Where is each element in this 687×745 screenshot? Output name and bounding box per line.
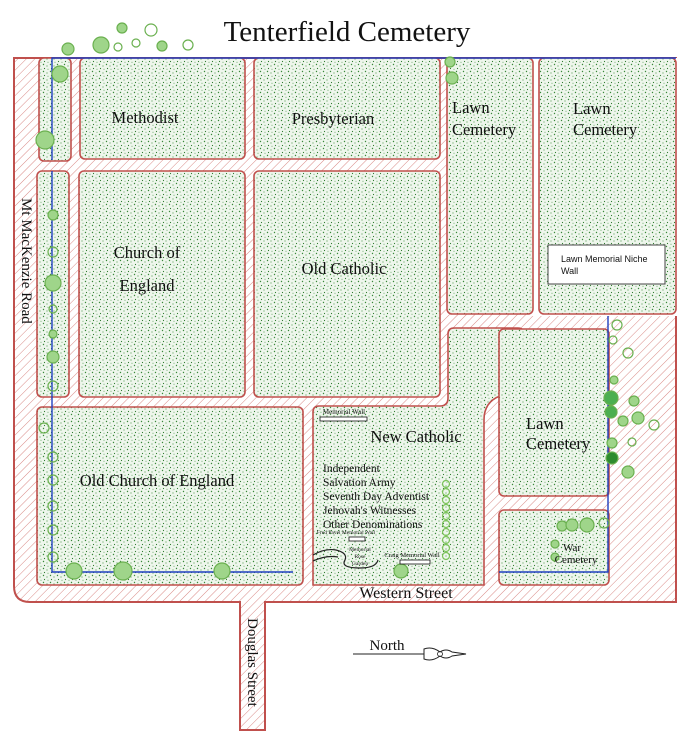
label-new-catholic: New Catholic [370,427,461,446]
fred-pavel-wall-label: Fred Pavel Memorial Wall [317,530,376,536]
map-title: Tenterfield Cemetery [224,16,471,48]
trees [35,22,660,581]
niche-wall-line1: Lawn Memorial Niche [561,254,648,264]
label-lawn-1-line2: Cemetery [452,120,517,139]
label-lawn-3-line1: Lawn [526,414,564,433]
label-war-line1: War [563,542,581,554]
rose-garden-line2: Rose [355,554,367,560]
section-old-catholic [253,170,441,398]
memorial-wall-label: Memorial Wall [323,408,365,416]
section-lawn-3 [498,328,610,497]
label-methodist: Methodist [112,108,179,127]
denominations-list: Independent Salvation Army Seventh Day A… [323,463,430,531]
memorial-walls: Memorial Wall Fred Pavel Memorial Wall C… [312,408,440,569]
denomination-item: Independent [323,463,381,475]
section-old-church-of-england [36,406,304,586]
north-arrow: North [353,638,467,661]
label-old-church-of-england: Old Church of England [80,471,235,490]
niche-wall-line2: Wall [561,266,578,276]
label-lawn-3-line2: Cemetery [526,434,591,453]
road-label-douglas: Douglas Street [244,618,260,708]
memorial-wall [319,416,368,422]
label-presbyterian: Presbyterian [292,109,374,128]
road-label-mt-mackenzie: Mt MacKenzie Road [18,198,34,324]
label-church-of-england-line1: Church of [114,243,181,262]
section-lawn-1 [446,57,534,315]
craig-wall [399,559,431,565]
denomination-item: Seventh Day Adventist [323,491,430,503]
label-church-of-england-line2: England [120,276,176,295]
section-labels: Methodist Presbyterian Lawn Cemetery Law… [80,98,638,490]
label-war-line2: Cemetery [555,554,598,566]
rose-garden-path [312,548,379,569]
denomination-item: Salvation Army [323,477,396,489]
fred-pavel-wall [348,536,366,542]
craig-wall-label: Craig Memorial Wall [384,552,440,559]
label-lawn-2-line1: Lawn [573,99,611,118]
rose-garden-line3: Garden [352,561,368,567]
label-lawn-1-line1: Lawn [452,98,490,117]
road-label-western: Western Street [359,585,453,602]
denomination-item: Jehovah's Witnesses [323,505,417,517]
niche-wall-callout: Lawn Memorial Niche Wall [547,244,666,285]
north-label: North [370,638,405,654]
denomination-item: Other Denominations [323,519,423,531]
label-lawn-2-line2: Cemetery [573,120,638,139]
section-church-of-england [78,170,246,398]
rose-garden-line1: Memorial [349,547,371,553]
hedge-row [441,479,451,561]
label-old-catholic: Old Catholic [302,259,387,278]
